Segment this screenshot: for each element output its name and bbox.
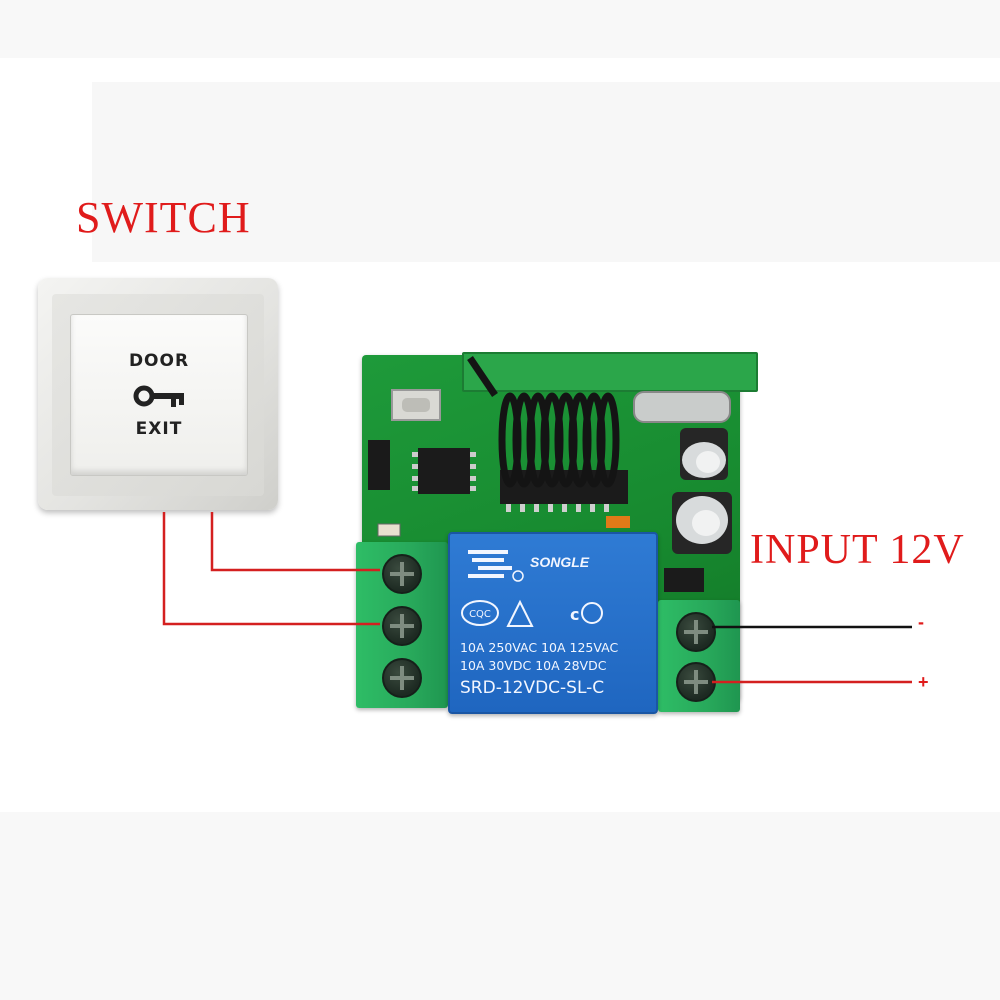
smd-led [377,523,401,537]
certification-icon: CQC c [461,599,603,627]
capacitor-icon [680,428,728,480]
screw-terminal-icon [382,606,422,646]
relay-rating-line-2: 10A 30VDC 10A 28VDC [460,658,607,673]
screw-terminal-icon [676,662,716,702]
switch-wire-2 [162,512,380,626]
rf-module [462,352,758,392]
key-icon [133,385,184,407]
screw-terminal-icon [676,612,716,652]
positive-label: + [918,672,929,692]
door-text: DOOR [128,351,190,371]
negative-label: - [918,612,924,632]
relay-logo-icon [468,550,524,582]
relay: SONGLE CQC c 10A 250VAC 10A 125VAC 10A 3… [448,532,658,714]
coil-antenna-icon [467,356,620,488]
bottom-band [0,812,1000,1000]
exit-push-button: DOOR EXIT [70,314,248,476]
crystal [633,391,731,423]
ic-chip [412,448,476,494]
smd-diode [664,568,704,592]
relay-rating-line-1: 10A 250VAC 10A 125VAC [460,640,619,655]
background-panel [92,82,1000,262]
diode [368,440,390,490]
switch-wire-1 [210,512,380,572]
svg-text:c: c [570,605,579,624]
screw-terminal-icon [382,658,422,698]
top-band [0,0,1000,58]
smd-resistor [606,516,630,528]
input-voltage-label: INPUT 12V [750,527,965,573]
right-terminal-block [658,600,740,712]
switch-label: SWITCH [76,193,251,242]
capacitor-icon [672,492,732,554]
relay-model: SRD-12VDC-SL-C [460,678,605,698]
exit-text: EXIT [135,419,183,439]
cqc-mark: CQC [469,609,491,620]
learn-button [391,389,441,421]
screw-terminal-icon [382,554,422,594]
door-exit-switch: DOOR EXIT [38,278,278,510]
relay-brand: SONGLE [530,554,590,570]
